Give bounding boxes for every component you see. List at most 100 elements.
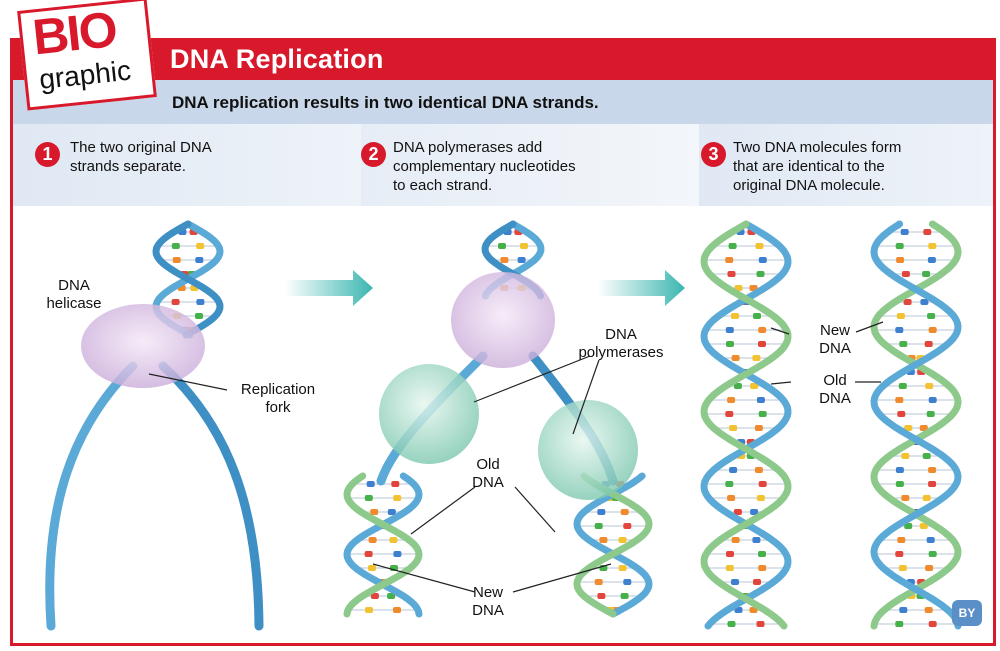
publisher-badge: BY: [952, 600, 982, 626]
nucleotide-base: [597, 509, 606, 515]
step-2: 2 DNA polymerases add complementary nucl…: [361, 124, 699, 206]
label-new-dna-step3: New DNA: [819, 322, 851, 357]
nucleotide-base: [733, 383, 742, 389]
nucleotide-base: [755, 243, 764, 249]
nucleotide-base: [370, 509, 379, 515]
nucleotide-base: [752, 537, 761, 543]
step-3-number: 3: [701, 142, 726, 167]
nucleotide-base: [725, 257, 734, 263]
nucleotide-base: [919, 523, 928, 529]
nucleotide-base: [896, 313, 905, 319]
nucleotide-base: [926, 537, 935, 543]
nucleotide-base: [729, 425, 738, 431]
label-replication-fork: Replication fork: [240, 381, 316, 416]
nucleotide-base: [389, 537, 398, 543]
nucleotide-base: [895, 467, 904, 473]
label-old-dna-step3: Old DNA: [819, 372, 851, 407]
nucleotide-base: [897, 537, 906, 543]
nucleotide-base: [729, 467, 738, 473]
nucleotide-base: [901, 495, 910, 501]
sugar-phosphate-backbone: [343, 472, 423, 618]
nucleotide-base: [899, 341, 908, 347]
leader-polymerase-right: [572, 359, 600, 435]
label-old-dna-step2: Old DNA: [472, 456, 504, 491]
nucleotide-base: [898, 383, 907, 389]
nucleotide-base: [895, 243, 904, 249]
nucleotide-base: [758, 257, 767, 263]
nucleotide-base: [904, 425, 913, 431]
nucleotide-base: [922, 271, 931, 277]
leader-new-dna-step3-right: [855, 321, 884, 333]
nucleotide-base: [727, 397, 736, 403]
nucleotide-base: [620, 593, 629, 599]
nucleotide-base: [895, 551, 904, 557]
step-1-number: 1: [35, 142, 60, 167]
leader-new-dna-step3-left: [770, 327, 790, 335]
nucleotide-base: [725, 481, 734, 487]
nucleotide-base: [754, 467, 763, 473]
nucleotide-base: [758, 551, 766, 557]
sugar-phosphate-backbone: [343, 472, 423, 618]
nucleotide-base: [758, 411, 767, 417]
nucleotide-base: [171, 299, 180, 305]
nucleotide-base: [365, 607, 373, 613]
nucleotide-base: [920, 299, 929, 305]
figure-title: DNA Replication: [170, 44, 384, 74]
step-2-text: DNA polymerases add complementary nucleo…: [393, 139, 576, 194]
nucleotide-base: [364, 495, 373, 501]
nucleotide-base: [897, 411, 906, 417]
leader-old-dna-left: [410, 486, 476, 535]
nucleotide-base: [904, 523, 913, 529]
steps-row: 1 The two original DNA strands separate.…: [13, 124, 993, 206]
dna-illustration: [45, 220, 962, 631]
nucleotide-base: [725, 411, 734, 417]
nucleotide-base: [623, 579, 632, 585]
nucleotide-base: [364, 551, 373, 557]
nucleotide-base: [758, 565, 767, 571]
nucleotide-base: [393, 495, 402, 501]
nucleotide-base: [895, 327, 904, 333]
nucleotide-base: [928, 551, 937, 557]
nucleotide-base: [517, 257, 526, 263]
nucleotide-base: [758, 341, 766, 347]
nucleotide-base: [594, 523, 603, 529]
nucleotide-base: [928, 467, 937, 473]
sugar-phosphate-backbone: [870, 220, 962, 630]
title-bar: [10, 38, 996, 80]
nucleotide-base: [753, 313, 761, 319]
nucleotide-base: [618, 565, 627, 571]
leader-old-dna-right: [514, 486, 556, 533]
nucleotide-base: [901, 453, 910, 459]
nucleotide-base: [731, 579, 739, 585]
nucleotide-base: [895, 621, 904, 627]
nucleotide-base: [919, 425, 928, 431]
nucleotide-base: [924, 341, 933, 347]
step-3-text: Two DNA molecules form that are identica…: [733, 139, 902, 194]
nucleotide-base: [928, 327, 937, 333]
nucleotide-base: [171, 243, 180, 249]
sugar-phosphate-backbone: [573, 472, 653, 618]
nucleotide-base: [599, 537, 608, 543]
nucleotide-base: [925, 565, 934, 571]
nucleotide-base: [756, 495, 765, 501]
nucleotide-base: [750, 509, 759, 515]
step-1: 1 The two original DNA strands separate.: [13, 124, 361, 206]
step-1-text: The two original DNA strands separate.: [70, 139, 212, 175]
nucleotide-base: [620, 509, 629, 515]
transition-arrow-1: [285, 270, 373, 306]
step-2-number: 2: [361, 142, 386, 167]
nucleotide-base: [726, 551, 734, 557]
nucleotide-base: [928, 621, 937, 627]
nucleotide-base: [903, 299, 912, 305]
transition-arrow-2: [598, 270, 685, 306]
nucleotide-base: [520, 243, 528, 249]
nucleotide-base: [750, 383, 759, 389]
nucleotide-base: [370, 593, 379, 599]
nucleotide-base: [895, 481, 904, 487]
nucleotide-base: [731, 537, 740, 543]
dna-polymerase-left: [379, 364, 479, 464]
nucleotide-base: [725, 565, 734, 571]
nucleotide-base: [926, 411, 935, 417]
nucleotide-base: [927, 257, 936, 263]
nucleotide-base: [898, 565, 907, 571]
